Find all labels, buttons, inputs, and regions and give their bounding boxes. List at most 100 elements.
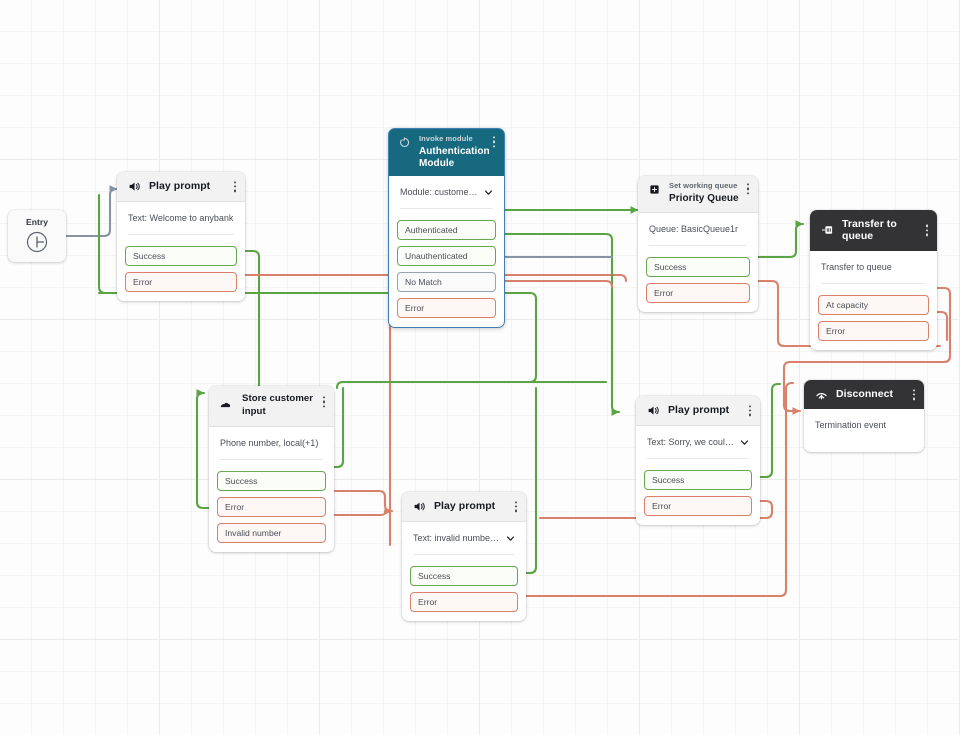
node-body: Phone number, local(+1) [209, 427, 334, 462]
node-title: Disconnect [836, 388, 894, 401]
node-title: Play prompt [434, 500, 496, 513]
edge-transfer-error [935, 310, 949, 342]
edge-entry-to-playprompt [61, 185, 119, 238]
node-header[interactable]: Store customer input [209, 386, 334, 428]
port-success[interactable]: Success [644, 470, 752, 490]
port-at-capacity[interactable]: At capacity [818, 294, 929, 315]
node-ports: At capacity Error [810, 286, 937, 350]
node-header[interactable]: Set working queue Priority Queue [638, 176, 758, 213]
edge-store-error-to-invalid [331, 489, 394, 515]
node-header[interactable]: Invoke module Authentication Module [389, 129, 504, 177]
transfer-icon [821, 224, 834, 237]
speaker-icon [128, 180, 141, 193]
port-error[interactable]: Error [397, 298, 496, 319]
node-header[interactable]: Play prompt [636, 396, 760, 426]
node-eyebrow: Set working queue [669, 181, 738, 190]
node-ports: Success Error [117, 237, 245, 301]
node-parameter-text: Termination event [815, 420, 887, 430]
node-priority-queue[interactable]: Set working queue Priority Queue Queue: … [638, 176, 758, 312]
node-parameter-text: Text: Sorry, we could not... [647, 437, 734, 447]
port-success[interactable]: Success [646, 256, 750, 277]
chevron-down-icon[interactable] [484, 188, 493, 197]
node-eyebrow: Invoke module [419, 134, 473, 143]
node-parameter[interactable]: Module: customer authen... [400, 187, 493, 210]
port-invalid-number[interactable]: Invalid number [217, 523, 326, 544]
edge-sorry-success [756, 382, 782, 479]
port-error[interactable]: Error [217, 497, 326, 518]
node-authentication-module[interactable]: Invoke module Authentication Module Modu… [388, 128, 505, 329]
port-error[interactable]: Error [644, 496, 752, 516]
node-parameter[interactable]: Text: Sorry, we could not... [647, 437, 749, 459]
node-parameter: Termination event [815, 420, 913, 430]
node-store-customer-input[interactable]: Store customer input Phone number, local… [209, 386, 334, 553]
node-ports: Success Error [636, 461, 760, 525]
port-success[interactable]: Success [217, 471, 326, 492]
node-menu-button[interactable] [233, 180, 236, 193]
node-header[interactable]: Transfer to queue [810, 210, 937, 251]
entry-node[interactable]: Entry [8, 210, 66, 262]
node-header[interactable]: Play prompt [117, 172, 245, 202]
node-body: Text: Sorry, we could not... [636, 426, 760, 461]
node-body: Termination event [804, 409, 924, 452]
node-title: Priority Queue [669, 192, 739, 204]
node-title: Play prompt [149, 180, 211, 193]
port-error[interactable]: Error [125, 272, 237, 292]
port-error[interactable]: Error [646, 282, 750, 303]
node-ports: Success Error [638, 248, 758, 312]
speaker-icon [647, 404, 660, 417]
port-error[interactable]: Error [818, 320, 929, 341]
port-success[interactable]: Success [125, 246, 237, 266]
node-title: Store customer input [242, 393, 314, 417]
port-no-match[interactable]: No Match [397, 272, 496, 293]
node-parameter[interactable]: Text: invalid number or s... [413, 533, 515, 555]
edge-queue-success-to-transfer [756, 220, 805, 259]
start-circle-icon [26, 231, 48, 253]
node-play-prompt-invalid[interactable]: Play prompt Text: invalid number or s...… [402, 492, 526, 621]
node-header[interactable]: Play prompt [402, 492, 526, 522]
node-parameter-text: Queue: BasicQueue1r [649, 223, 739, 234]
edge-unauthenticated-to-sorry [503, 232, 621, 416]
node-body: Transfer to queue [810, 251, 937, 286]
node-menu-button[interactable] [492, 136, 495, 148]
node-menu-button[interactable] [912, 388, 915, 401]
edge-auth-error [503, 279, 614, 289]
node-menu-button[interactable] [746, 183, 749, 195]
node-parameter[interactable]: Text: Welcome to anybank [128, 213, 234, 235]
chevron-down-icon[interactable] [740, 438, 749, 447]
node-disconnect[interactable]: Disconnect Termination event [804, 380, 924, 452]
node-parameter[interactable]: Transfer to queue [821, 262, 926, 284]
port-unauthenticated[interactable]: Unauthenticated [397, 246, 496, 267]
node-play-prompt-welcome[interactable]: Play prompt Text: Welcome to anybank Suc… [117, 172, 245, 301]
node-menu-button[interactable] [748, 404, 751, 417]
node-menu-button[interactable] [322, 396, 325, 408]
node-title: Play prompt [668, 404, 730, 417]
node-body: Text: Welcome to anybank [117, 202, 245, 237]
node-title: Transfer to queue [842, 218, 897, 243]
speaker-icon [413, 500, 426, 513]
node-menu-button[interactable] [514, 500, 517, 513]
node-title: Authentication Module [419, 145, 490, 169]
node-play-prompt-sorry[interactable]: Play prompt Text: Sorry, we could not...… [636, 396, 760, 525]
node-parameter-text: Phone number, local(+1) [220, 438, 319, 449]
node-ports: Success Error [402, 557, 526, 621]
edge-loop-left-riser [97, 193, 112, 295]
node-header[interactable]: Disconnect [804, 380, 924, 409]
node-menu-button[interactable] [925, 224, 928, 237]
node-transfer-to-queue[interactable]: Transfer to queue Transfer to queue At c… [810, 210, 937, 350]
node-parameter-text: Text: invalid number or s... [413, 533, 500, 543]
node-parameter[interactable]: Queue: BasicQueue1r [649, 224, 747, 246]
port-error[interactable]: Error [410, 592, 518, 612]
node-body: Module: customer authen... [389, 176, 504, 211]
node-ports: Authenticated Unauthenticated No Match E… [389, 211, 504, 327]
port-success[interactable]: Success [410, 566, 518, 586]
node-body: Text: invalid number or s... [402, 522, 526, 557]
edge-store-invalid-to-invalid [331, 509, 387, 517]
keypad-icon [219, 398, 232, 411]
node-parameter[interactable]: Phone number, local(+1) [220, 438, 323, 461]
edge-store-success-up [331, 386, 345, 469]
port-authenticated[interactable]: Authenticated [397, 220, 496, 241]
entry-label: Entry [26, 217, 48, 227]
chevron-down-icon[interactable] [506, 534, 515, 543]
